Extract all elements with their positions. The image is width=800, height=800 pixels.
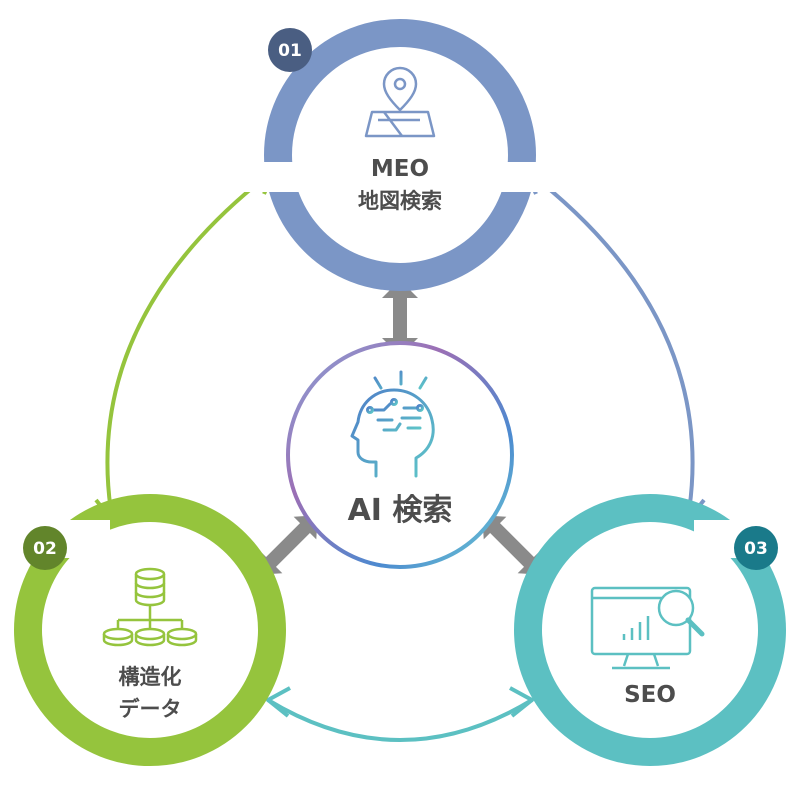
arrow-ai-meo: [382, 280, 418, 356]
meo-ring: [264, 19, 536, 291]
meo-badge: [268, 28, 312, 72]
structured-badge-text: 02: [33, 539, 57, 559]
node-structured-data: 02 構造化 データ: [14, 494, 286, 766]
ai-ring: [286, 341, 514, 569]
connector-structured-seo: [266, 698, 534, 742]
arrow-ai-structured: [258, 515, 318, 575]
connector-arrowhead: [266, 686, 291, 718]
seo-title: SEO: [624, 682, 676, 708]
structured-title: 構造化: [119, 665, 182, 689]
meo-subtitle: 地図検索: [358, 189, 442, 213]
node-meo: 01 MEO 地図検索: [240, 19, 560, 291]
structured-badge: [23, 526, 67, 570]
connector-arrowhead: [509, 686, 534, 718]
seo-badge-text: 03: [744, 539, 768, 559]
connector-meo-structured: [105, 170, 274, 519]
seo-badge: [734, 526, 778, 570]
arrow-ai-seo: [482, 515, 542, 575]
structured-ring: [14, 494, 286, 766]
ai-brain-head-icon: [350, 370, 435, 478]
map-pin-icon: [364, 66, 436, 138]
structured-subtitle: データ: [119, 697, 182, 721]
ai-label: AI 検索: [348, 493, 453, 528]
connector-meo-seo: [526, 170, 695, 519]
meo-badge-text: 01: [278, 41, 302, 61]
node-ai-search: AI 検索: [286, 341, 514, 569]
meo-title: MEO: [371, 156, 429, 182]
database-hierarchy-icon: [102, 567, 198, 647]
monitor-analytics-icon: [590, 586, 705, 670]
node-seo: 03 SEO: [514, 494, 786, 766]
seo-ring: [514, 494, 786, 766]
